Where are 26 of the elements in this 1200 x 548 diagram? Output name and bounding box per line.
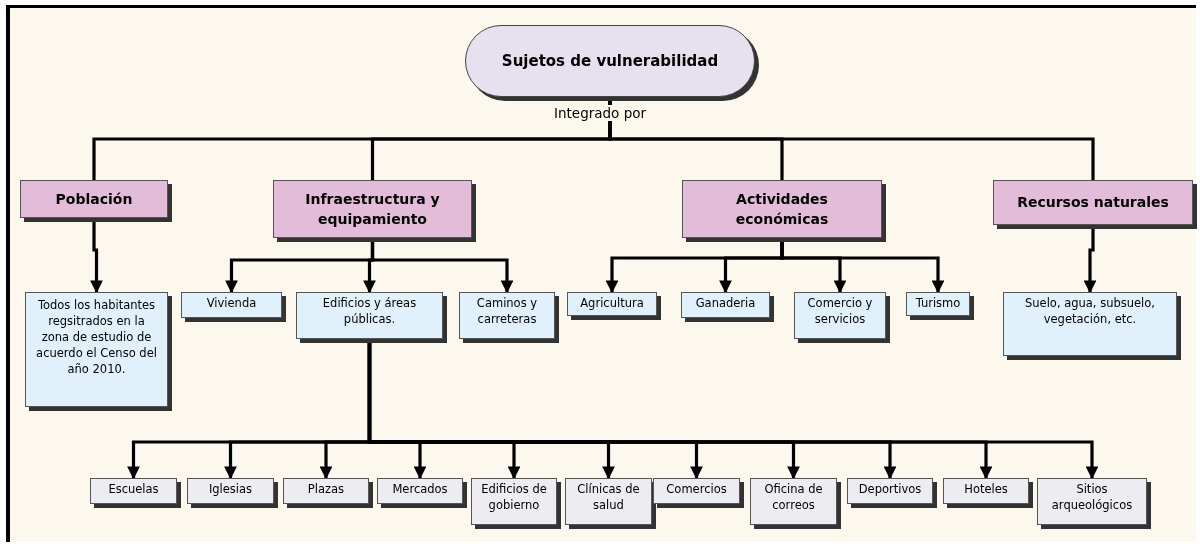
box-label: Edificios y áreas públicas.	[321, 295, 418, 328]
box-label: Suelo, agua, subsuelo, vegetación, etc.	[1024, 295, 1156, 328]
box-label: Comercios	[666, 481, 727, 498]
box-label: Deportivos	[858, 481, 922, 498]
box-label: Oficina de correos	[763, 481, 824, 514]
box-label: Edificios de gobierno	[480, 481, 548, 514]
box-label: Plazas	[307, 481, 345, 498]
box-label: Actividades económicas	[734, 189, 830, 229]
box-label: Todos los habitantes regsitrados en la zona de estudio de acuerdo el Censo del año 2010.	[35, 297, 158, 378]
box-label: Sujetos de vulnerabilidad	[501, 52, 719, 70]
box-label: Escuelas	[108, 481, 159, 498]
box-label: Clínicas de salud	[576, 481, 641, 514]
connector-caption: Integrado por	[552, 105, 649, 121]
box-label: Mercados	[392, 481, 448, 498]
box-label: Ganaderia	[695, 295, 756, 312]
box-label: Iglesias	[208, 481, 253, 498]
box-label: Vivienda	[206, 295, 257, 312]
box-label: Turismo	[915, 295, 961, 312]
box-label: Infraestructura y equipamiento	[304, 189, 441, 229]
box-label: Población	[55, 189, 133, 209]
box-label: Recursos naturales	[1017, 193, 1169, 213]
box-label: Hoteles	[964, 481, 1008, 498]
box-label: Comercio y servicios	[806, 295, 874, 328]
box-label: Caminos y carreteras	[475, 295, 539, 328]
box-label: Agricultura	[580, 295, 644, 312]
box-label: Sitios arqueológicos	[1050, 481, 1134, 514]
